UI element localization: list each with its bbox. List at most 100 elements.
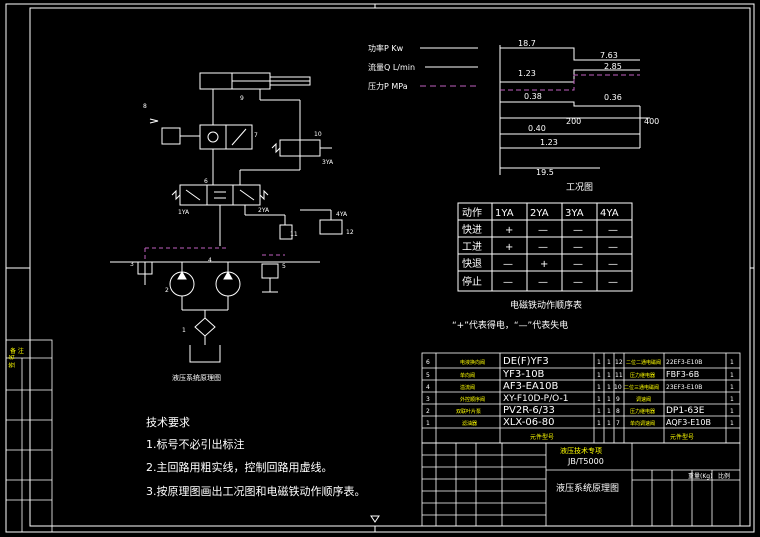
svg-text:2YA: 2YA [258,207,270,214]
svg-text:1: 1 [597,384,601,391]
table-cell: + [505,242,513,253]
svg-text:DE(F)YF3: DE(F)YF3 [503,356,549,367]
table-cell: — [573,225,583,236]
tech-req-item-1: 1.标号不必引出标注 [146,437,245,451]
svg-text:2: 2 [165,287,169,294]
svg-text:7.63: 7.63 [600,51,618,60]
parts-row: 5 单向阀 YF3-10B 1 1 11 压力继电器 FBF3-6B 1 [426,369,734,380]
svg-text:4: 4 [208,257,212,264]
valve-12 [319,219,343,235]
svg-text:0.40: 0.40 [528,124,546,133]
control-lines [144,247,285,262]
svg-text:1: 1 [730,420,734,427]
svg-text:7: 7 [254,132,258,139]
table-row-label: 停止 [462,275,482,288]
table-header-3ya: 3YA [565,208,584,219]
filter-1 [194,317,216,337]
svg-text:1: 1 [607,384,611,391]
svg-text:10: 10 [614,384,622,391]
svg-text:6: 6 [426,359,430,366]
svg-text:3: 3 [130,261,134,268]
svg-text:滤油器: 滤油器 [462,420,477,427]
svg-text:1: 1 [730,372,734,379]
svg-text:1: 1 [426,420,430,427]
svg-text:19.5: 19.5 [536,168,554,177]
svg-text:压力继电器: 压力继电器 [630,408,655,415]
svg-text:1: 1 [730,408,734,415]
table-row-label: 快退 [462,258,482,270]
table-header-2ya: 2YA [530,208,549,219]
svg-text:1.23: 1.23 [540,138,558,147]
table-cell: — [573,242,583,253]
table-cell: — [608,277,618,288]
cycle-chart-title: 工况图 [566,182,593,193]
table-cell: — [538,242,548,253]
table-cell: + [540,259,548,270]
svg-text:AF3-EA10B: AF3-EA10B [503,381,558,392]
svg-text:1: 1 [607,359,611,366]
svg-text:7: 7 [616,420,620,427]
parts-row: 1 滤油器 XLX-06-80 1 1 7 单向调速阀 AQF3-E10B 1 [426,417,734,428]
drawing-frame [5,3,755,533]
side-label-remark: 备 注 [10,347,24,355]
cycle-chart [499,45,650,175]
svg-text:单向阀: 单向阀 [460,372,475,379]
table-cell: — [538,225,548,236]
pressure-relay-8 [161,127,181,145]
svg-text:YF3-10B: YF3-10B [502,369,545,380]
solenoid-table-title: 电磁铁动作顺序表 [510,299,582,311]
tech-req-title: 技术要求 [146,416,190,429]
svg-text:8: 8 [143,103,147,110]
legend-pressure: 压力P MPa [368,81,408,91]
legend: 功率P Kw 流量Q L/min 压力P MPa [368,43,478,91]
parts-row: 6 电液换向阀 DE(F)YF3 1 1 12 二位二通电磁阀 22EF3-E1… [426,356,734,367]
title-drawing-name: 液压系统原理图 [556,482,619,494]
svg-text:12: 12 [615,359,623,366]
svg-text:1: 1 [730,384,734,391]
svg-text:1: 1 [607,420,611,427]
svg-text:二位三通电磁阀: 二位三通电磁阀 [624,384,659,391]
svg-text:1: 1 [607,408,611,415]
svg-text:1: 1 [597,408,601,415]
svg-text:单向调速阀: 单向调速阀 [630,420,655,427]
svg-text:0.38: 0.38 [524,92,542,101]
svg-text:9: 9 [616,396,620,403]
sequence-valve-3 [137,261,153,275]
svg-text:AQF3-E10B: AQF3-E10B [666,418,711,427]
svg-text:DP1-63E: DP1-63E [666,406,705,416]
table-cell: — [503,277,513,288]
svg-text:1: 1 [597,420,601,427]
side-block [5,339,53,533]
circuit-labels: 9 8 7 10 3YA 6 1YA 2YA 4YA 11 12 3 4 5 2… [130,95,354,334]
solenoid-table-note: “+”代表得电，“—”代表失电 [452,319,568,331]
table-row-label: 快进 [462,224,482,236]
title-weight: 重量(Kg) [688,472,712,480]
table-cell: — [573,277,583,288]
parts-footer-right: 元件型号 [670,433,694,441]
side-label-signature: 签 名 [8,354,16,368]
svg-text:4YA: 4YA [336,211,348,218]
table-cell: — [608,225,618,236]
svg-text:1: 1 [597,396,601,403]
svg-text:200: 200 [566,117,581,126]
svg-text:PV2R-6/33: PV2R-6/33 [503,405,555,416]
table-header-action: 动作 [462,207,482,219]
title-block [421,442,741,527]
hydraulic-circuit [110,72,343,363]
directional-valve-6 [179,184,261,206]
svg-text:400: 400 [644,117,659,126]
svg-text:1: 1 [607,396,611,403]
svg-text:8: 8 [616,408,620,415]
parts-row: 4 溢流阀 AF3-EA10B 1 1 10 二位三通电磁阀 23EF3-E10… [426,381,734,392]
svg-text:3: 3 [426,396,430,403]
svg-text:外控顺序阀: 外控顺序阀 [460,396,485,403]
title-standard: JB/T5000 [567,457,604,466]
legend-flow: 流量Q L/min [368,62,415,72]
svg-text:2: 2 [426,408,430,415]
svg-text:1.23: 1.23 [518,69,536,78]
svg-text:1: 1 [597,372,601,379]
parts-row: 2 双联叶片泵 PV2R-6/33 1 1 8 压力继电器 DP1-63E 1 [426,405,734,416]
svg-text:1: 1 [182,327,186,334]
parts-footer-left: 元件型号 [530,433,554,441]
svg-text:9: 9 [240,95,244,102]
